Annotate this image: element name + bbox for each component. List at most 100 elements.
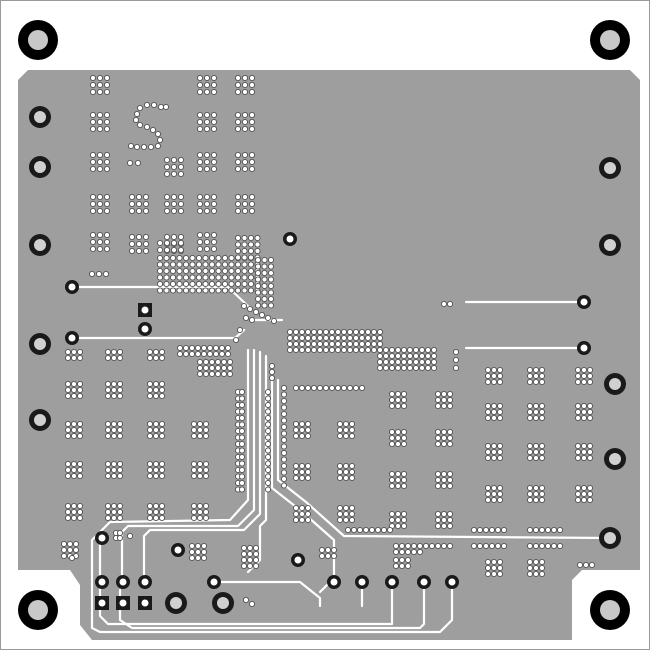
via — [484, 402, 492, 410]
via — [348, 504, 356, 512]
via — [394, 346, 402, 354]
via — [176, 280, 183, 288]
via — [400, 402, 408, 410]
via — [208, 364, 216, 372]
via — [176, 350, 184, 358]
via — [252, 308, 260, 316]
via — [234, 88, 242, 96]
via — [128, 193, 136, 201]
via — [526, 484, 534, 492]
via — [210, 81, 218, 89]
via — [208, 280, 216, 288]
via — [190, 514, 198, 522]
via — [135, 240, 143, 248]
via — [242, 596, 250, 604]
via — [64, 348, 72, 356]
via — [96, 74, 104, 82]
via — [490, 484, 498, 492]
via — [103, 245, 111, 253]
via — [76, 386, 84, 394]
via — [196, 514, 204, 522]
via — [64, 386, 72, 394]
via — [177, 239, 185, 247]
via — [226, 364, 234, 372]
via — [310, 384, 318, 392]
via — [348, 432, 356, 440]
via — [304, 432, 312, 440]
via — [532, 570, 540, 578]
via — [224, 350, 232, 358]
via — [194, 542, 202, 550]
via — [177, 163, 185, 171]
via — [342, 420, 350, 428]
via — [104, 420, 112, 428]
via — [496, 570, 504, 578]
via — [228, 287, 235, 294]
via — [158, 386, 166, 394]
via — [190, 460, 198, 468]
via — [206, 344, 214, 352]
via — [388, 402, 396, 410]
via — [70, 460, 78, 468]
via — [532, 448, 540, 456]
via — [234, 267, 242, 275]
via — [60, 540, 68, 548]
via — [202, 274, 209, 281]
via — [388, 516, 396, 524]
via — [400, 396, 408, 404]
via — [538, 366, 546, 374]
via — [89, 207, 97, 215]
via — [556, 542, 564, 550]
via — [526, 496, 534, 504]
via — [248, 118, 256, 126]
via — [342, 432, 350, 440]
through-pad-hole — [448, 578, 456, 586]
via — [238, 453, 246, 461]
via — [202, 280, 209, 288]
via — [140, 143, 148, 151]
via — [368, 526, 376, 534]
via — [392, 562, 400, 570]
via — [358, 334, 366, 342]
via — [532, 372, 540, 380]
via — [238, 473, 246, 480]
through-pad-hole — [210, 578, 218, 586]
via — [194, 344, 202, 352]
via — [177, 156, 185, 164]
via — [242, 314, 250, 322]
via — [195, 274, 203, 281]
via — [221, 267, 229, 275]
via — [146, 380, 154, 388]
via — [538, 402, 546, 410]
through-pad-hole — [141, 325, 149, 333]
via — [424, 352, 432, 360]
via — [238, 388, 246, 396]
via — [247, 247, 255, 255]
via — [292, 468, 300, 476]
via — [96, 231, 104, 239]
via — [446, 300, 454, 308]
via — [110, 420, 118, 428]
via — [586, 408, 594, 416]
via — [264, 440, 272, 448]
via — [228, 274, 235, 281]
via — [261, 263, 268, 270]
via — [203, 74, 211, 82]
via — [110, 502, 118, 510]
via — [190, 432, 198, 440]
via — [588, 561, 596, 569]
via — [116, 508, 124, 516]
via — [158, 348, 166, 356]
mounting-hole-bore — [28, 30, 48, 50]
via — [336, 468, 344, 476]
via — [96, 165, 104, 173]
via — [89, 125, 97, 133]
via — [434, 482, 442, 490]
via — [418, 352, 426, 360]
via — [188, 554, 196, 562]
via — [104, 380, 112, 388]
via — [406, 346, 414, 354]
via — [64, 466, 72, 474]
via — [196, 466, 204, 474]
via — [364, 340, 372, 348]
